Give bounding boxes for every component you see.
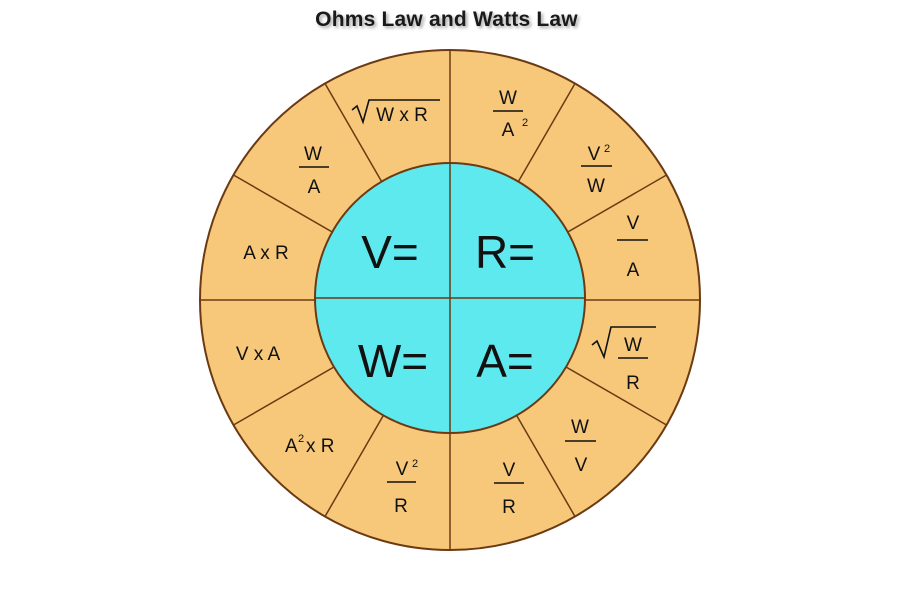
formula-w-over-a: W A (299, 144, 329, 198)
w-over-a-denominator: A (308, 177, 321, 198)
sqrt-symbol (351, 99, 440, 125)
w-over-a2-numerator: W (499, 88, 517, 109)
exponent-2: 2 (412, 458, 418, 470)
v2-over-w-numerator: V (588, 144, 601, 165)
formula-v-times-a: V x A (236, 344, 281, 365)
resistance-label: R= (475, 226, 535, 278)
w-over-v-numerator: W (571, 417, 589, 438)
voltage-label: V= (361, 226, 419, 278)
v2-over-r-denominator: R (394, 496, 408, 517)
formula-v-over-r: V R (494, 460, 524, 518)
power-label: W= (358, 335, 428, 387)
diagram-title: Ohms Law and Watts Law (315, 8, 578, 31)
formula-a-squared-times-r: A 2 x R (285, 433, 335, 457)
sqrt-w-over-r-numerator: W (624, 335, 642, 356)
formula-w-over-a-squared: W A 2 (493, 88, 528, 141)
formula-sqrt-w-over-r: W R (591, 326, 656, 394)
v2-over-r-numerator: V (396, 459, 409, 480)
v2-over-w-denominator: W (587, 176, 605, 197)
formula-a-times-r: A x R (243, 243, 288, 264)
w-over-a2-denominator: A (502, 120, 515, 141)
formula-v-squared-over-w: V 2 W (581, 143, 612, 197)
a2-times-r-rest: x R (306, 436, 335, 457)
sqrt-symbol (591, 326, 656, 360)
exponent-2: 2 (522, 117, 528, 129)
v-over-r-numerator: V (503, 460, 516, 481)
w-over-a-numerator: W (304, 144, 322, 165)
sqrt-w-times-r-text: W x R (376, 105, 428, 126)
exponent-2: 2 (298, 433, 304, 445)
formula-v-over-a: V A (617, 213, 648, 281)
v-over-a-denominator: A (627, 260, 640, 281)
w-over-v-denominator: V (575, 455, 588, 476)
sqrt-w-over-r-denominator: R (626, 373, 640, 394)
formula-v-squared-over-r: V 2 R (387, 458, 418, 517)
formula-w-over-v: W V (565, 417, 596, 476)
v-over-a-numerator: V (627, 213, 640, 234)
exponent-2: 2 (604, 143, 610, 155)
v-over-r-denominator: R (502, 497, 516, 518)
formula-sqrt-w-times-r: W x R (351, 99, 440, 126)
current-label: A= (476, 335, 534, 387)
a2-times-r-base: A (285, 436, 298, 457)
